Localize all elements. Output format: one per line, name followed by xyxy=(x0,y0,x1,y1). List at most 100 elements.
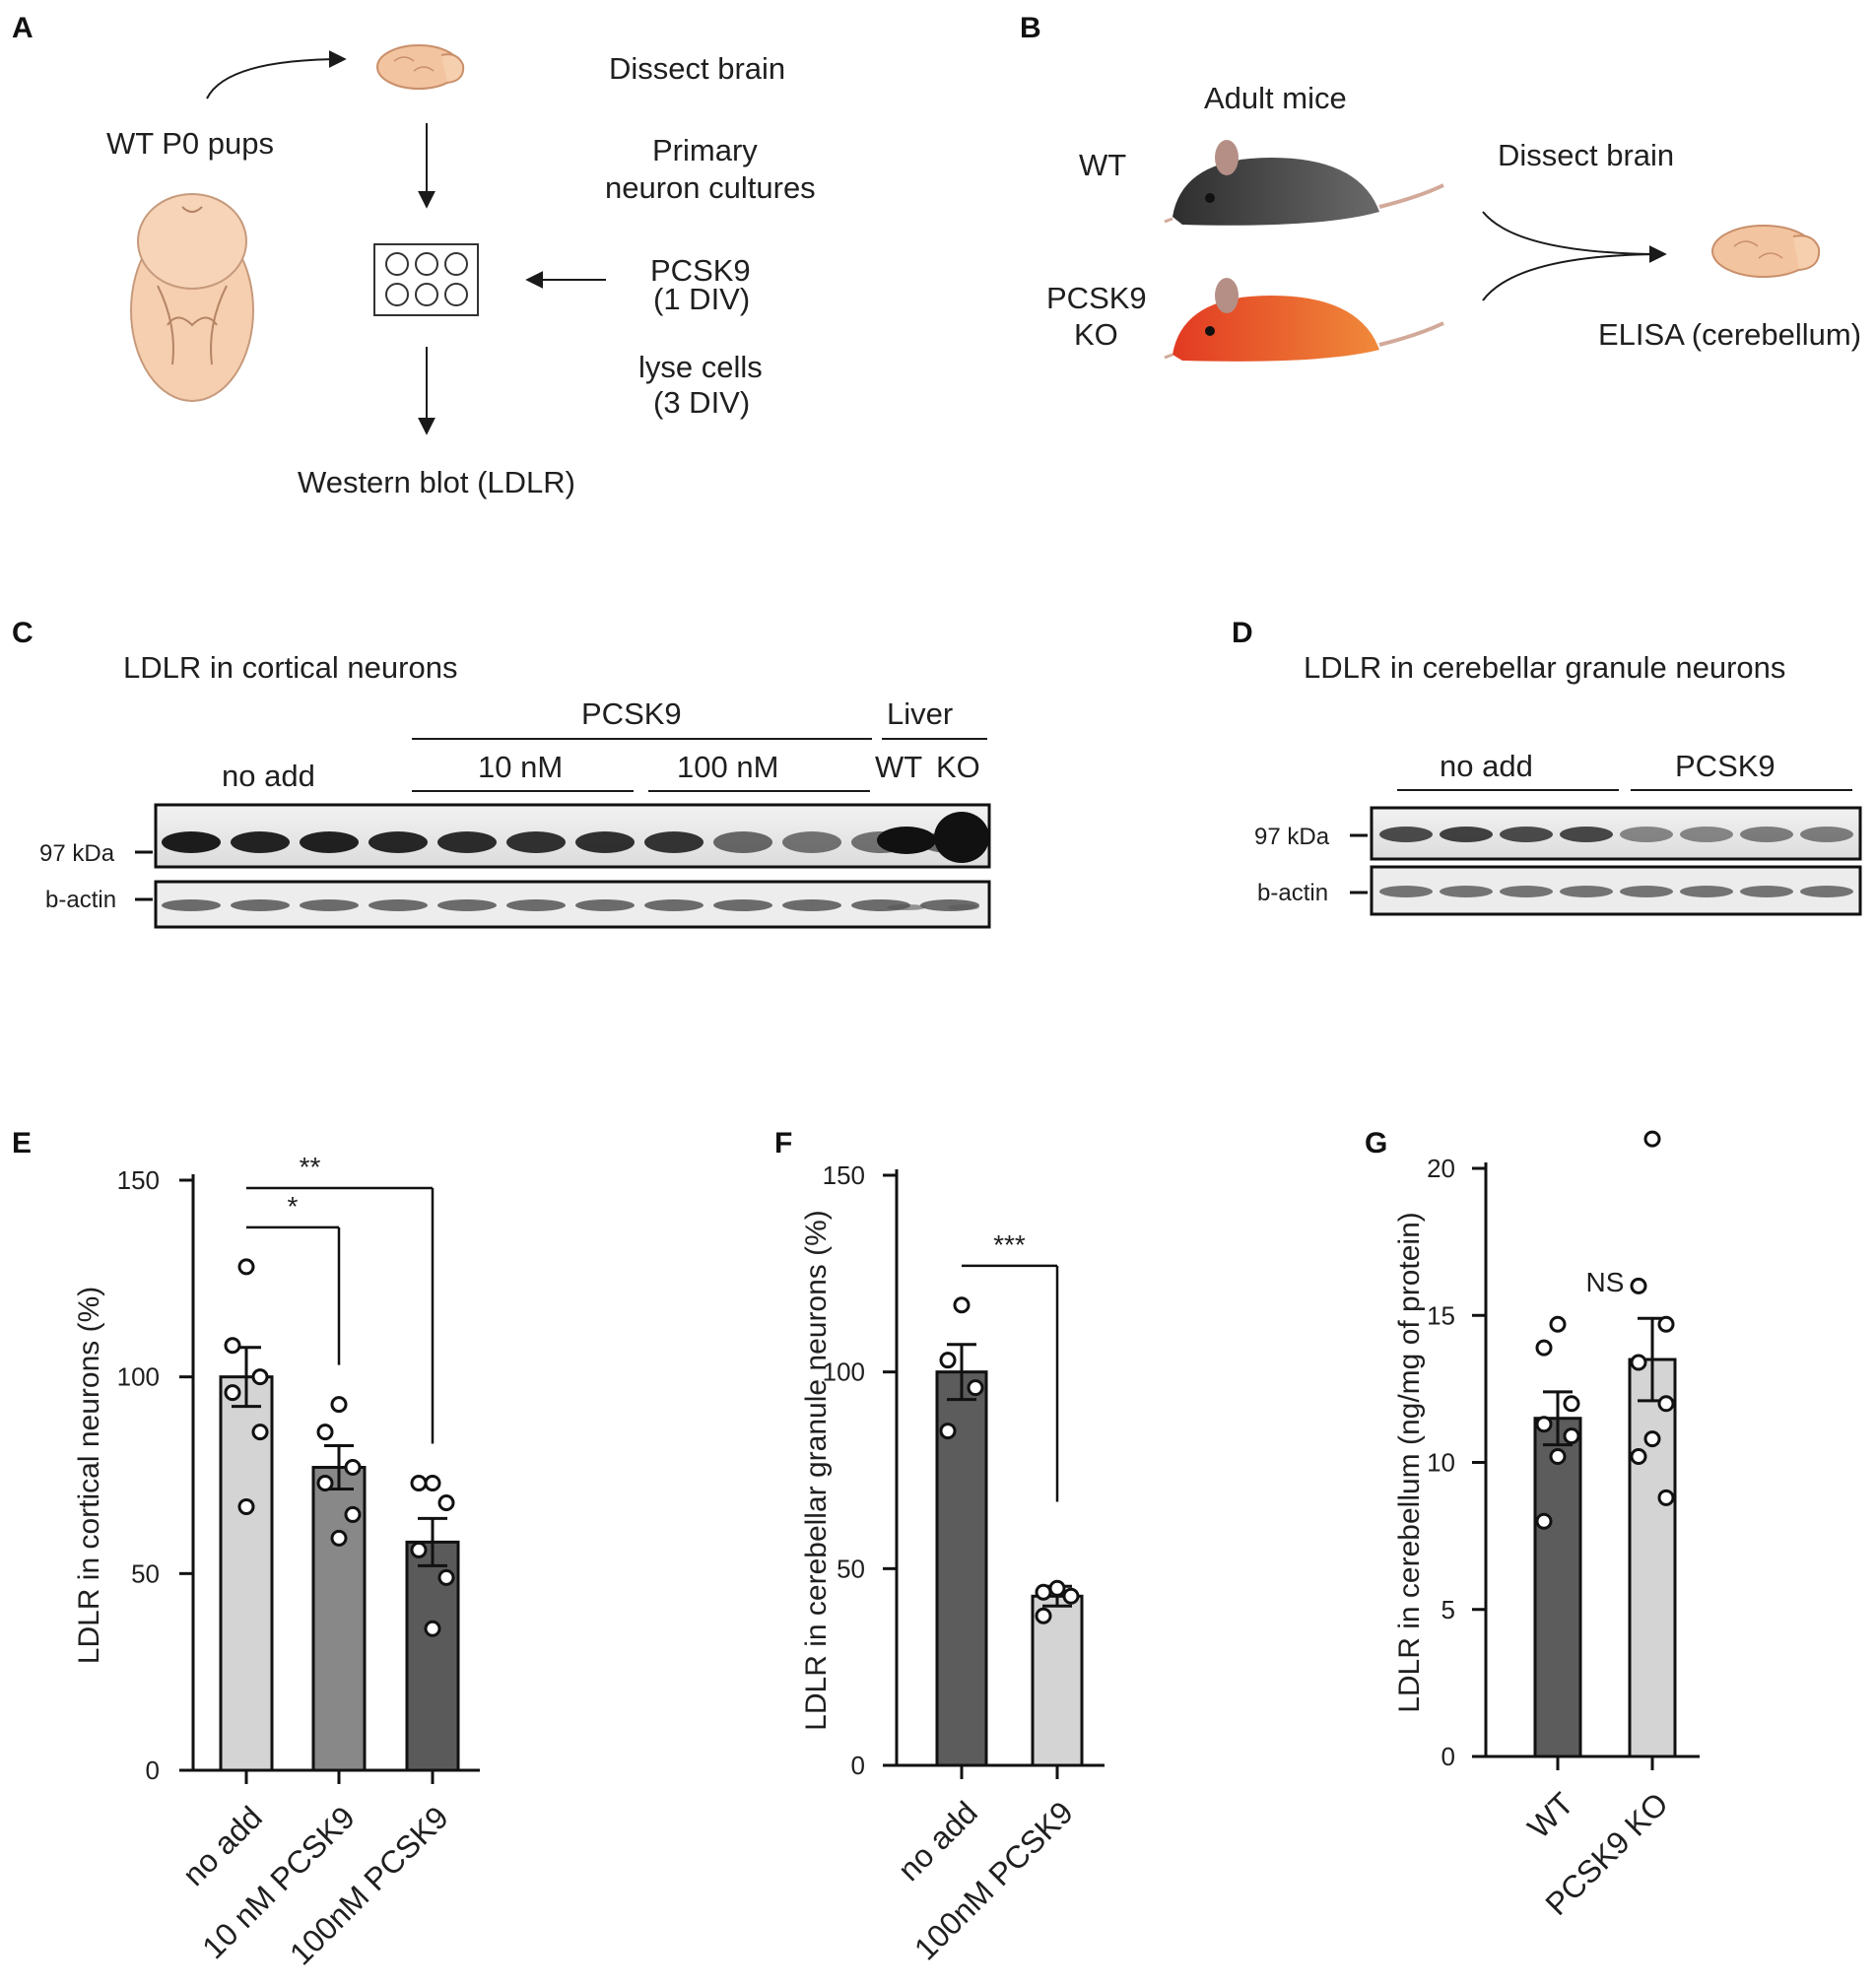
pups-arrow xyxy=(206,50,347,99)
category-label: 100nM PCSK9 xyxy=(283,1799,455,1971)
blot-band xyxy=(1680,827,1733,842)
blot-band xyxy=(1800,886,1853,897)
ko-mouse-icon xyxy=(1164,278,1444,362)
blot-band xyxy=(1620,827,1673,842)
brain-icon-a xyxy=(376,44,465,90)
panel-label-g: G xyxy=(1365,1127,1387,1159)
elisa-label: ELISA (cerebellum) xyxy=(1598,317,1861,352)
blot-band xyxy=(368,899,428,911)
blot-band xyxy=(437,899,497,911)
data-point xyxy=(316,1424,334,1441)
step-lyse: lyse cells xyxy=(638,350,763,384)
category-label: no add xyxy=(891,1794,984,1888)
data-point xyxy=(1535,1512,1553,1530)
blot-c-100nm: 100 nM xyxy=(677,750,778,784)
blot-band xyxy=(1800,827,1853,842)
merge-arrow-bottom xyxy=(1482,245,1667,301)
blot-c-title: LDLR in cortical neurons xyxy=(123,650,457,685)
blot-d-actin-bands xyxy=(1379,886,1853,897)
blot-band xyxy=(1500,827,1553,842)
panel-label-a: A xyxy=(12,12,34,44)
blot-band xyxy=(1379,827,1433,842)
data-point xyxy=(967,1379,984,1397)
data-point xyxy=(237,1497,255,1515)
blot-band xyxy=(506,831,566,853)
data-point xyxy=(224,1384,241,1402)
blot-d-title: LDLR in cerebellar granule neurons xyxy=(1304,650,1785,685)
data-point xyxy=(410,1474,428,1491)
blot-band xyxy=(1560,827,1613,842)
data-point xyxy=(1630,1277,1647,1294)
data-point xyxy=(1048,1579,1066,1597)
bar xyxy=(1533,1417,1582,1758)
adult-mice-label: Adult mice xyxy=(1204,81,1347,115)
blot-band xyxy=(1500,886,1553,897)
data-point xyxy=(344,1459,362,1477)
step-primary-1: Primary xyxy=(652,133,758,167)
significance-label: NS xyxy=(1586,1267,1625,1297)
blot-band xyxy=(644,899,704,911)
y-tick-label: 100 xyxy=(117,1362,160,1392)
panel-b: B Adult mice WT PCSK9 KO Dissect brain E… xyxy=(1020,12,1861,362)
blot-band xyxy=(877,827,936,854)
blot-d-band2-label: b-actin xyxy=(1257,880,1328,906)
blot-band xyxy=(713,831,772,853)
panel-label-c: C xyxy=(12,617,34,649)
y-tick-label: 150 xyxy=(117,1165,160,1195)
data-point xyxy=(424,1620,441,1637)
blot-d-noadd: no add xyxy=(1440,749,1533,783)
data-point xyxy=(437,1493,455,1511)
blot-band xyxy=(162,899,221,911)
data-point xyxy=(1535,1339,1553,1357)
pups-label: WT P0 pups xyxy=(106,126,274,161)
data-point xyxy=(1035,1583,1052,1601)
blot-c-wt: WT xyxy=(875,750,922,784)
blot-band xyxy=(575,831,635,853)
well-plate-icon xyxy=(373,243,479,316)
category-label: WT xyxy=(1520,1785,1580,1845)
significance-label: *** xyxy=(993,1229,1026,1260)
y-tick-label: 20 xyxy=(1427,1154,1455,1183)
y-tick-label: 0 xyxy=(146,1755,160,1785)
panel-d: D LDLR in cerebellar granule neurons no … xyxy=(1232,617,1862,916)
data-point xyxy=(344,1505,362,1523)
data-point xyxy=(1549,1448,1567,1466)
blot-band xyxy=(782,831,841,853)
data-point xyxy=(437,1568,455,1586)
blot-c-actin xyxy=(154,880,991,929)
data-point xyxy=(1657,1489,1675,1506)
y-tick-label: 5 xyxy=(1441,1595,1455,1624)
blot-band xyxy=(300,831,359,853)
data-point xyxy=(1630,1448,1647,1466)
merge-arrow-top xyxy=(1482,211,1666,255)
blot-band xyxy=(713,899,772,911)
blot-band xyxy=(1379,886,1433,897)
blot-band xyxy=(1440,886,1493,897)
y-tick-label: 50 xyxy=(131,1558,160,1588)
y-tick-label: 50 xyxy=(837,1554,865,1583)
dissect-brain-label: Dissect brain xyxy=(1498,138,1674,172)
blot-band xyxy=(1740,886,1793,897)
blot-c-noadd: no add xyxy=(222,759,315,793)
y-tick-label: 100 xyxy=(823,1358,865,1387)
blot-c-liver: Liver xyxy=(887,696,953,731)
data-point xyxy=(1035,1607,1052,1624)
blot-band xyxy=(782,899,841,911)
result-western: Western blot (LDLR) xyxy=(298,465,575,499)
data-point xyxy=(237,1258,255,1276)
ko-mouse-label-2: KO xyxy=(1074,317,1118,352)
y-tick-label: 0 xyxy=(1441,1742,1455,1771)
data-point xyxy=(1062,1587,1080,1605)
step-primary-2: neuron cultures xyxy=(605,170,816,205)
data-point xyxy=(330,1529,348,1547)
step-dissect: Dissect brain xyxy=(609,51,785,86)
blot-band xyxy=(934,812,989,863)
y-axis-label: LDLR in cortical neurons (%) xyxy=(73,1287,105,1664)
blot-band xyxy=(887,904,926,910)
data-point xyxy=(939,1423,957,1440)
brain-icon-b xyxy=(1711,225,1821,278)
data-point xyxy=(1549,1315,1567,1333)
panel-a: A WT P0 pups Dissect brain Primary neuro… xyxy=(12,12,816,499)
blot-band xyxy=(1440,827,1493,842)
